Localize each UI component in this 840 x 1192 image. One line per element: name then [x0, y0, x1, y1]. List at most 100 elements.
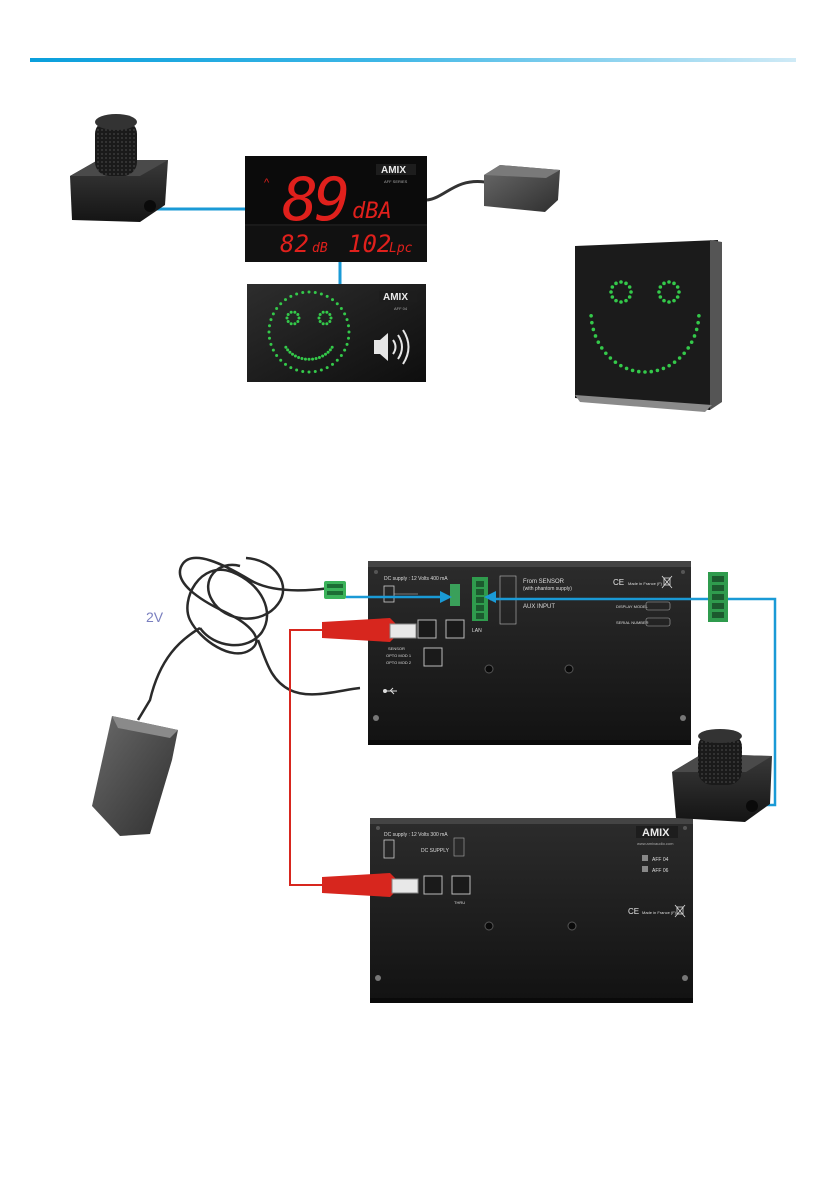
led-dot	[318, 320, 322, 324]
bottom-brand: AMIX	[642, 827, 670, 839]
power-adapter-icon	[92, 716, 178, 836]
led-dot	[284, 345, 288, 349]
led-dot	[313, 370, 317, 374]
led-dot	[325, 366, 329, 370]
led-dot	[267, 330, 271, 334]
led-dot	[345, 318, 349, 322]
main-value: 89	[282, 165, 347, 235]
led-dot	[271, 348, 275, 352]
top-display-brand: AMIX	[381, 165, 406, 176]
header-accent-line	[30, 58, 796, 62]
led-dot	[692, 334, 697, 338]
led-dot	[297, 316, 301, 320]
led-dot	[624, 366, 629, 371]
led-dot	[630, 368, 635, 373]
lan-label: LAN	[472, 628, 482, 634]
led-dot	[624, 281, 628, 286]
led-dot	[619, 280, 623, 284]
led-dot	[289, 294, 293, 298]
led-dot	[343, 348, 347, 352]
led-dot	[307, 357, 311, 361]
led-dot	[319, 368, 323, 372]
green-plug-connector	[324, 581, 346, 599]
led-dot	[613, 360, 618, 364]
led-dot	[267, 336, 271, 340]
large-smiley-face-icon	[589, 280, 701, 374]
top-display-model: AFF SERIES	[384, 179, 408, 184]
led-dot	[596, 340, 601, 344]
bottom-ce-mark-icon: CE	[628, 907, 639, 916]
led-dot	[339, 354, 343, 358]
led-dot	[614, 281, 618, 286]
led-dot	[271, 312, 275, 316]
led-dot	[293, 354, 297, 358]
phantom-label: (with phantom supply)	[523, 586, 572, 592]
led-dot	[686, 346, 691, 350]
led-dot	[662, 281, 666, 286]
led-dot	[345, 342, 349, 346]
power-voltage-label: 2V	[146, 609, 164, 625]
led-dot	[283, 362, 287, 366]
led-dot	[347, 330, 351, 334]
led-dot	[321, 310, 325, 314]
led-dot	[672, 360, 677, 364]
led-dot	[301, 290, 305, 294]
led-dot	[289, 310, 293, 314]
led-dot	[667, 300, 671, 304]
led-dot	[283, 298, 287, 302]
led-dot	[629, 290, 633, 294]
led-dot	[313, 290, 317, 294]
led-dot	[627, 285, 632, 289]
led-dot	[331, 362, 335, 366]
led-dot	[319, 292, 323, 296]
led-dot	[318, 312, 322, 316]
led-dot	[307, 290, 311, 294]
led-dot	[293, 310, 297, 314]
website-label: www.amixaudio.com	[637, 841, 674, 846]
led-dot	[667, 280, 671, 284]
led-dot	[655, 368, 660, 373]
sensor-port-label: SENSOR	[388, 646, 405, 651]
microphone-sensor-icon	[70, 114, 168, 222]
opto-mod1-label: OPTO MOD 1	[386, 653, 412, 658]
speaker-icon	[374, 329, 410, 365]
dc-supply-label: DC supply : 12 Volts 400 mA	[384, 576, 448, 582]
led-dot	[608, 356, 613, 360]
led-dot	[325, 322, 329, 326]
led-dot	[285, 316, 289, 320]
led-dot	[677, 290, 681, 294]
led-dot	[636, 369, 641, 374]
led-dot	[314, 356, 318, 360]
led-dot	[303, 357, 307, 361]
led-dot	[658, 295, 663, 299]
large-smiley-display	[575, 240, 722, 412]
led-dot	[343, 312, 347, 316]
led-dot	[689, 340, 694, 344]
led-dot	[317, 355, 321, 359]
right-unit: Lpc	[389, 241, 413, 256]
smiley-display-model: AFF 04	[394, 306, 408, 311]
led-dot	[307, 370, 311, 374]
led-dot	[627, 295, 632, 299]
led-dot	[619, 300, 623, 304]
made-in-label: Made in France (F)	[628, 581, 663, 586]
led-dot	[289, 366, 293, 370]
led-dot	[323, 352, 327, 356]
led-dot	[675, 295, 680, 299]
led-dot	[286, 312, 290, 316]
led-dot	[335, 302, 339, 306]
led-dot	[293, 322, 297, 326]
led-dot	[697, 313, 701, 318]
bottom-dc-supply-label: DC supply : 12 Volts 300 mA	[384, 832, 448, 838]
led-dot	[619, 363, 623, 368]
led-dot	[649, 369, 654, 374]
led-dot	[321, 354, 325, 358]
display-model-label: DISPLAY MODEL	[616, 604, 649, 609]
right-value: 102	[348, 230, 391, 258]
from-sensor-label: From SENSOR	[523, 579, 565, 585]
bottom-made-in-label: Made in France (F)	[642, 910, 677, 915]
svg-text:CE: CE	[613, 578, 624, 587]
led-display-panel: ^ 89 dBA AMIX AFF SERIES 82 dB 102 Lpc	[245, 156, 427, 262]
led-dot	[590, 320, 594, 325]
